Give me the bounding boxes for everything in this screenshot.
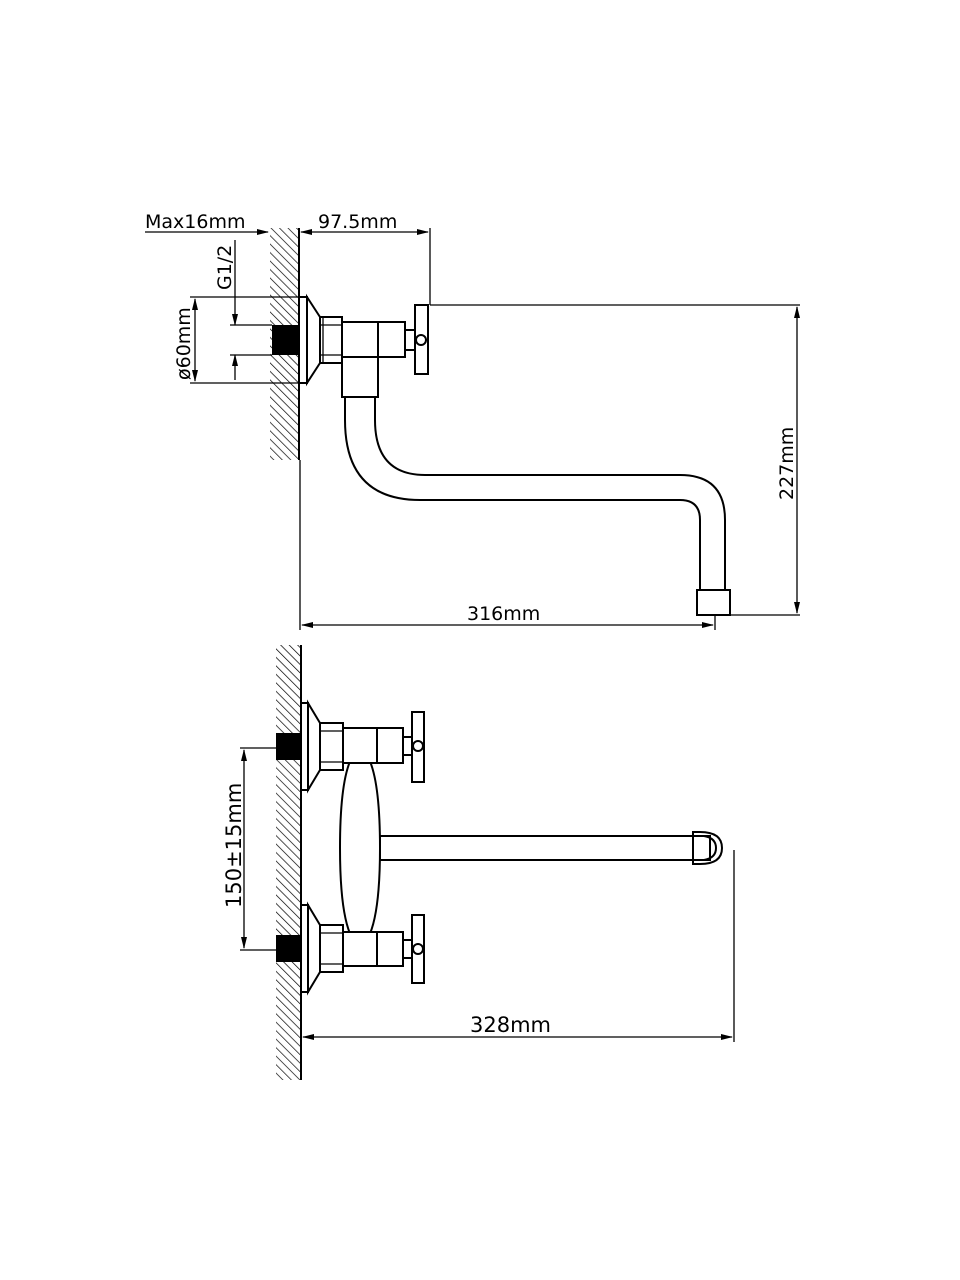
cross-handle [414,304,429,375]
body-vertical [341,356,379,398]
handle-offset-label: 97.5mm [318,211,397,233]
valve-body [377,321,406,358]
flange-cone [306,293,321,387]
center-distance-label: 150±15mm [222,783,246,908]
cold-valve [300,901,425,996]
spout [379,835,711,861]
flange [298,296,308,384]
pipe-inlet-block-bottom [276,935,301,962]
cross-handle [411,711,425,783]
spout-inner [374,397,726,590]
spout-outer [344,397,701,590]
max-depth-label: Max16mm [145,211,245,233]
front-view: 150±15mm 328mm [222,645,735,1080]
hot-valve [300,699,425,794]
spout-nozzle [696,589,731,616]
thread-label: G1/2 [214,245,236,290]
pipe-inlet-block-top [276,733,301,760]
wall-hatch [276,645,301,1080]
body [341,321,379,358]
mixer-body [338,756,382,939]
height-label: 227mm [776,427,798,500]
spout-end-cap [692,831,724,865]
flange-diameter-label: ø60mm [173,307,195,380]
pipe-inlet-block [272,325,299,355]
reach-label-side: 316mm [467,603,540,625]
reach-label-front: 328mm [470,1013,551,1037]
side-view: Max16mm 97.5mm G1/2 ø60mm 227mm 316mm [145,211,800,630]
